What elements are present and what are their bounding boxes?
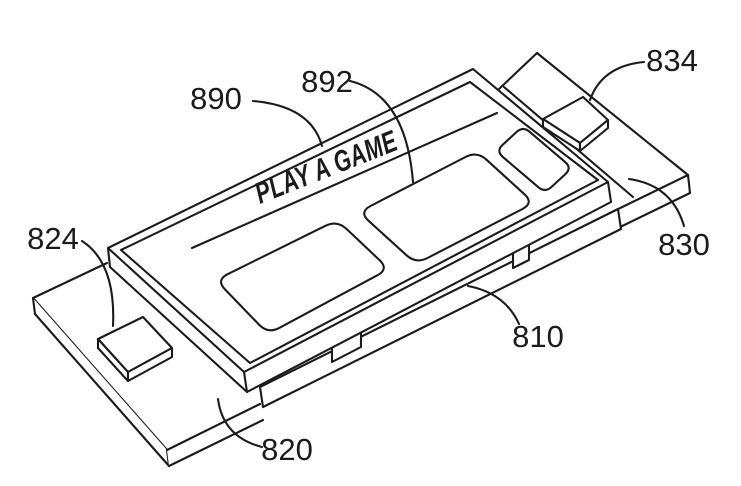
label-892: 892 bbox=[301, 64, 353, 99]
label-820: 820 bbox=[261, 432, 313, 467]
leader-824 bbox=[82, 241, 113, 326]
label-824: 824 bbox=[27, 221, 79, 256]
label-834: 834 bbox=[646, 43, 698, 78]
screen-window-small bbox=[499, 129, 568, 190]
left-plate-front-face bbox=[167, 404, 263, 466]
left-plate-top-edge bbox=[33, 263, 107, 298]
button-824 bbox=[98, 317, 172, 381]
screen-window-left bbox=[221, 224, 384, 331]
lower-body-810 bbox=[260, 209, 621, 407]
leader-810 bbox=[468, 286, 519, 324]
leader-890 bbox=[253, 101, 322, 146]
right-plate-top-right-edge bbox=[537, 53, 688, 175]
reference-labels: 890 892 834 824 830 810 820 bbox=[27, 43, 710, 467]
label-890: 890 bbox=[190, 81, 242, 116]
leader-830 bbox=[629, 179, 684, 226]
screen-separator-line bbox=[192, 113, 497, 248]
screen-window-right bbox=[364, 155, 529, 261]
leader-820 bbox=[218, 399, 262, 447]
leader-lines bbox=[82, 62, 684, 447]
button-824-side-right bbox=[128, 348, 172, 381]
label-810: 810 bbox=[512, 319, 564, 354]
right-plate-top-short-edge bbox=[499, 53, 537, 89]
button-834 bbox=[543, 97, 608, 151]
lower-body-front-face bbox=[260, 209, 621, 407]
card-top-face-edges bbox=[108, 182, 608, 392]
leader-892 bbox=[350, 81, 413, 182]
lower-body-edges bbox=[260, 209, 621, 407]
left-plate-front-edges bbox=[167, 404, 263, 466]
right-plate-front-edges bbox=[610, 175, 690, 231]
label-830: 830 bbox=[658, 227, 710, 262]
leader-834 bbox=[590, 62, 644, 100]
card-inner-rim bbox=[121, 82, 598, 363]
right-plate-front-face bbox=[610, 175, 690, 231]
button-834-side-right bbox=[580, 120, 608, 151]
left-plate-left-face bbox=[33, 298, 169, 466]
